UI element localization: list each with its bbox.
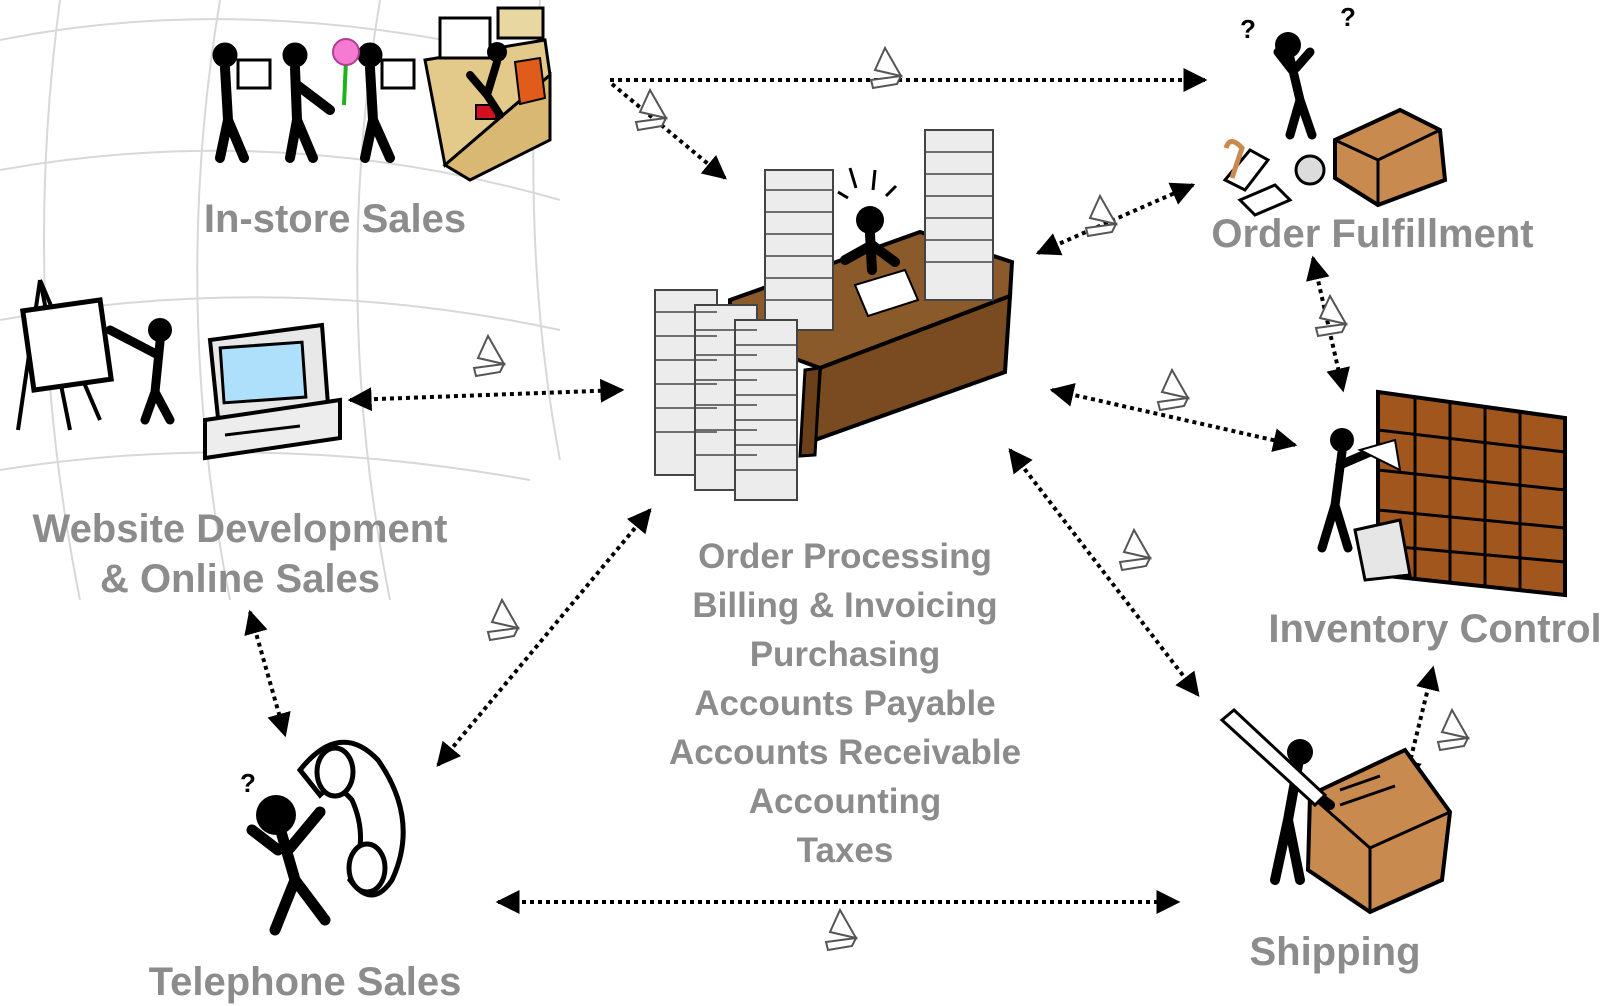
arrow-center-fulfillment [1035, 182, 1196, 256]
function-accounts-receivable: Accounts Receivable [668, 733, 1022, 772]
inventory-control-label: Inventory Control [1268, 607, 1602, 651]
svg-text:?: ? [1340, 2, 1356, 32]
website-development-label: Website Development [32, 507, 448, 551]
arrow-website-center [347, 378, 625, 412]
telephone-sales-label: Telephone Sales [148, 960, 462, 1004]
telephone-sales-icon: ? [240, 739, 406, 936]
svg-text:?: ? [240, 768, 256, 798]
function-purchasing: Purchasing [749, 635, 941, 674]
website-development-icon [16, 279, 342, 461]
arrow-center-shipping [1008, 448, 1200, 697]
arrow-fulfillment-inventory [1306, 255, 1350, 393]
shipping-icon [1219, 708, 1453, 915]
order-fulfillment-icon: ? ? [1222, 2, 1448, 217]
online-sales-label: & Online Sales [99, 557, 381, 601]
instore-sales-icon [212, 6, 552, 182]
arrow-website-telephone [244, 609, 291, 738]
function-taxes: Taxes [796, 831, 894, 870]
arrow-center-inventory [1049, 383, 1298, 452]
instore-sales-label: In-store Sales [203, 197, 467, 241]
function-billing-invoicing: Billing & Invoicing [692, 586, 998, 625]
center-functions-list: Order Processing Billing & Invoicing Pur… [640, 532, 1050, 875]
arrow-instore-to-center [610, 82, 727, 180]
function-accounting: Accounting [748, 782, 942, 821]
function-order-processing: Order Processing [698, 537, 992, 576]
function-accounts-payable: Accounts Payable [694, 684, 996, 723]
order-fulfillment-label: Order Fulfillment [1211, 212, 1534, 256]
order-processing-desk-icon [654, 129, 1015, 501]
svg-text:?: ? [1240, 14, 1256, 44]
inventory-control-icon [1317, 389, 1567, 598]
shipping-label: Shipping [1249, 930, 1421, 974]
